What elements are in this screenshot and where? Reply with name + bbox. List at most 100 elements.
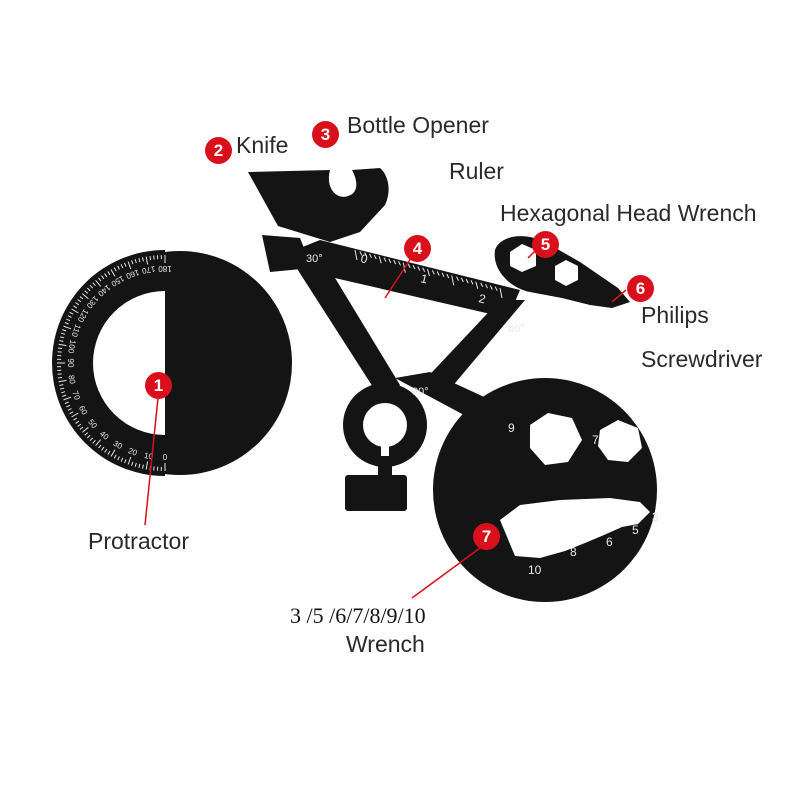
protractor-tick — [66, 404, 71, 408]
wrench-size-8: 8 — [570, 545, 577, 559]
callout-badge-6: 6 — [627, 275, 654, 302]
protractor-tick — [113, 267, 117, 272]
angle-60: 60° — [508, 323, 525, 335]
ruler-tick — [494, 286, 498, 291]
protractor-tick — [61, 391, 66, 394]
protractor-label: 80 — [67, 374, 78, 385]
ruler-tick — [369, 253, 372, 259]
wrench-size-3: 3 — [652, 510, 659, 524]
ruler-mark-0: 0 — [359, 251, 369, 266]
protractor-tick — [81, 426, 89, 433]
ruler-tick — [412, 264, 416, 270]
protractor-tick — [84, 290, 89, 294]
protractor-tick — [79, 426, 84, 430]
cutouts — [93, 171, 650, 558]
protractor-tick — [73, 305, 78, 309]
ruler-tick — [436, 271, 440, 276]
protractor-tick — [107, 450, 111, 455]
wrench-size-5: 5 — [632, 523, 639, 537]
protractor-tick — [92, 439, 96, 444]
ruler-tick — [431, 270, 435, 275]
wrench-size-7: 7 — [592, 433, 599, 447]
protractor-tick — [59, 384, 64, 386]
protractor-tick — [62, 394, 67, 397]
protractor-tick — [63, 396, 72, 401]
frame-chain-stay — [395, 372, 545, 445]
protractor-tick — [134, 259, 137, 264]
stepped-wrench-slot — [500, 498, 650, 558]
ruler-tick — [388, 258, 392, 264]
protractor-tick — [89, 284, 94, 289]
protractor-tick — [69, 411, 74, 415]
protractor-tick — [145, 256, 149, 265]
ruler-tick — [480, 282, 484, 288]
ruler-tick — [359, 251, 363, 256]
protractor-tick — [58, 347, 63, 349]
engravings: 30° 60° 90° 0 1 2 9 7 3 5 6 8 10 — [306, 251, 659, 577]
ruler-tick — [446, 273, 450, 279]
ruler-tick — [485, 283, 488, 289]
ruler-tick — [465, 278, 469, 284]
ruler-tick — [475, 281, 479, 289]
protractor-ticks — [57, 255, 166, 471]
ruler-mark-1: 1 — [419, 271, 429, 286]
ruler-tick — [398, 261, 401, 266]
protractor-tick — [66, 318, 71, 322]
label-bottle-opener: Bottle Opener — [347, 112, 489, 138]
wrench-size-6: 6 — [606, 535, 613, 549]
ruler-tick — [427, 268, 430, 277]
angle-90: 90° — [412, 386, 429, 398]
protractor-tick — [64, 401, 69, 404]
ruler-tick — [499, 287, 503, 299]
protractor-tick — [101, 446, 105, 451]
callout-badge-3: 3 — [312, 121, 339, 148]
protractor-label: 160 — [124, 268, 140, 281]
protractor-tick — [71, 412, 79, 418]
protractor-tick — [145, 461, 149, 470]
protractor-tick — [73, 417, 78, 421]
protractor-tick — [101, 275, 105, 280]
protractor-tick — [134, 462, 137, 467]
protractor-tick — [59, 340, 64, 342]
ruler-tick — [422, 267, 426, 272]
protractor-tick — [60, 387, 65, 390]
ruler-tick — [354, 249, 358, 261]
protractor-tick — [71, 308, 79, 314]
protractor-tick — [127, 456, 132, 465]
label-protractor: Protractor — [88, 528, 189, 554]
protractor-tick — [58, 379, 67, 383]
callout-badge-1: 1 — [145, 372, 172, 399]
protractor-tick — [81, 293, 89, 300]
protractor-tick — [120, 457, 124, 462]
leader-6 — [611, 289, 627, 303]
protractor-tick — [107, 271, 111, 276]
protractor-tick — [117, 456, 120, 461]
protractor-tick — [58, 377, 63, 379]
protractor-tick — [62, 329, 67, 332]
protractor-label: 110 — [69, 323, 82, 339]
protractor-tick — [124, 459, 127, 464]
callout-badge-5: 5 — [532, 231, 559, 258]
protractor-tick — [104, 448, 108, 453]
protractor-tick — [117, 265, 120, 270]
leader-7 — [411, 547, 481, 599]
pedal — [345, 475, 407, 511]
protractor-tick — [104, 273, 108, 278]
label-hex-wrench: Hexagonal Head Wrench — [500, 200, 757, 226]
protractor-tick — [149, 256, 151, 261]
protractor-tick — [77, 423, 82, 427]
protractor-label: 180 — [158, 264, 172, 273]
protractor-tick — [131, 260, 134, 265]
ruler-tick — [470, 280, 474, 285]
frame-seat-tube — [420, 300, 525, 395]
ruler-tick — [460, 277, 464, 283]
protractor-label: 20 — [127, 446, 139, 458]
protractor-tick — [64, 322, 69, 325]
callout-badge-7: 7 — [473, 523, 500, 550]
ruler-tick — [456, 276, 459, 281]
protractor-tick — [110, 269, 116, 277]
hex-hole-9 — [530, 413, 582, 465]
ruler-ticks — [354, 249, 503, 299]
